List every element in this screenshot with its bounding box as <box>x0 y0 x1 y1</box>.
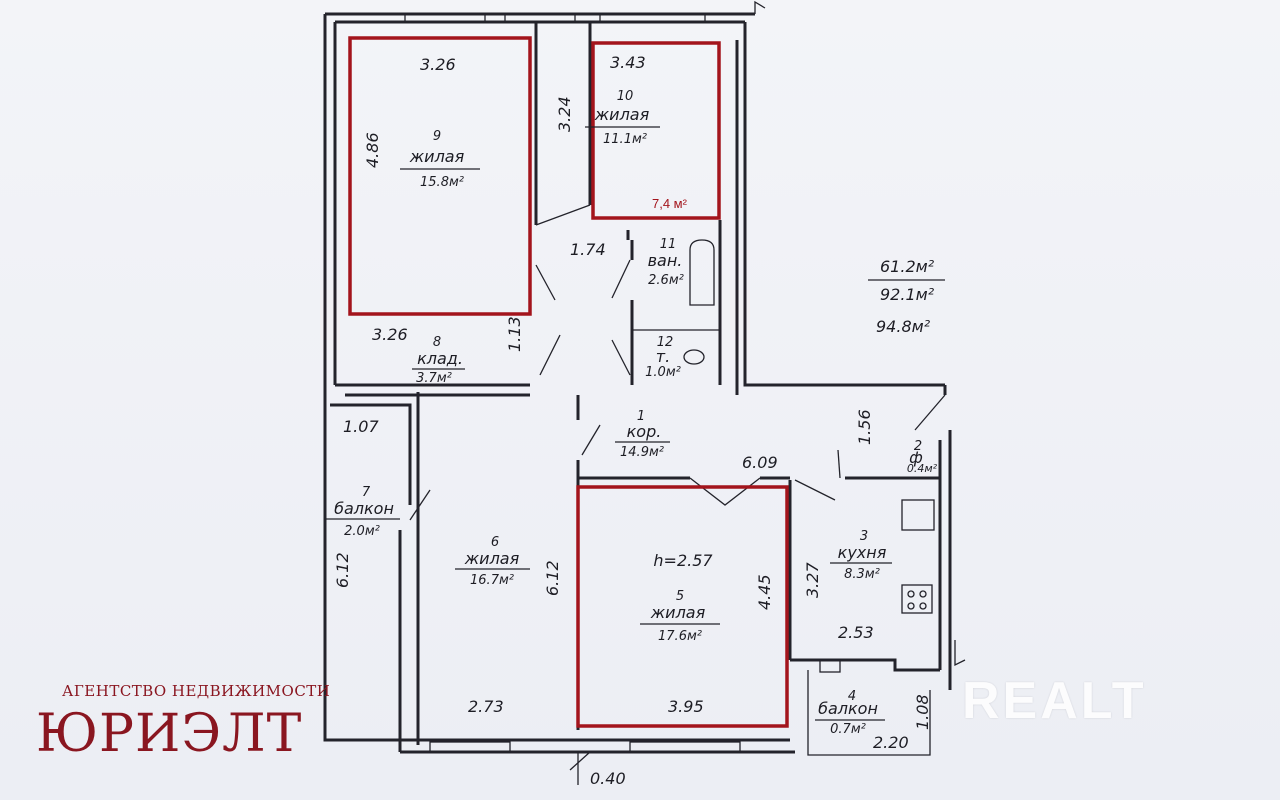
dim-107: 1.07 <box>343 417 379 436</box>
highlight-room-9 <box>348 36 532 316</box>
total-area: 92.1м² <box>880 285 935 304</box>
room-1-area: 14.9м² <box>620 445 664 460</box>
highlight-room-10 <box>591 41 721 220</box>
total-area-with-balconies: 94.8м² <box>876 317 931 336</box>
room-5-name: жилая <box>650 603 706 622</box>
room-2-area: 0.4м² <box>907 462 938 475</box>
room-8-area: 3.7м² <box>416 371 452 386</box>
agency-logo: ЮРИЭЛТ <box>36 704 303 764</box>
room-2-name: ф <box>909 448 923 467</box>
room-1-number: 1 <box>637 409 645 424</box>
dimensions: 3.26 4.86 3.43 3.24 1.74 3.26 1.13 1.07 … <box>333 53 932 788</box>
dim-609: 6.09 <box>742 453 778 472</box>
dim-220: 2.20 <box>873 733 909 752</box>
dim-612-left: 6.12 <box>333 552 352 588</box>
room-9-number: 9 <box>433 129 441 144</box>
dim-326-top: 3.26 <box>420 55 456 74</box>
total-living-area: 61.2м² <box>880 257 935 276</box>
room-11-number: 11 <box>660 237 677 252</box>
room-12-area: 1.0м² <box>645 365 681 380</box>
room-7-number: 7 <box>362 485 371 500</box>
room-10-number: 10 <box>617 89 634 104</box>
room-4-name: балкон <box>818 699 878 718</box>
room-3-area: 8.3м² <box>844 567 880 582</box>
dim-273: 2.73 <box>468 697 504 716</box>
room-12-number: 12 <box>657 335 674 350</box>
room-labels: 9 жилая 15.8м² 10 жилая 11.1м² 7,4 м² 11… <box>325 89 938 737</box>
room-6-name: жилая <box>464 549 520 568</box>
room-8-name: клад. <box>417 349 463 368</box>
room-7-area: 2.0м² <box>344 524 380 539</box>
room-8-number: 8 <box>433 335 441 350</box>
room-2-number: 2 <box>914 439 922 454</box>
agency-tagline: АГЕНТСТВО НЕДВИЖИМОСТИ <box>62 682 331 700</box>
dim-327: 3.27 <box>803 562 822 598</box>
dim-445: 4.45 <box>755 574 774 610</box>
room-5-number: 5 <box>676 589 684 604</box>
dim-486: 4.86 <box>363 132 382 168</box>
room-11-name: ван. <box>648 251 683 270</box>
dim-326-bottom: 3.26 <box>372 325 408 344</box>
room-4-number: 4 <box>848 689 856 704</box>
area-totals: 61.2м² 92.1м² 94.8м² <box>868 257 945 336</box>
realt-watermark: REALT <box>962 672 1147 730</box>
dim-343: 3.43 <box>610 53 646 72</box>
room-7-name: балкон <box>334 499 394 518</box>
room-5-area: 17.6м² <box>658 629 702 644</box>
dim-174: 1.74 <box>570 240 606 259</box>
room-12-name: т. <box>656 347 670 366</box>
room-10-highlight-area: 7,4 м² <box>652 196 688 211</box>
room-10-name: жилая <box>594 105 650 124</box>
dim-324: 3.24 <box>555 96 574 132</box>
ceiling-height: h=2.57 <box>653 551 713 570</box>
dim-253: 2.53 <box>838 623 874 642</box>
dim-113: 1.13 <box>505 316 524 352</box>
room-9-name: жилая <box>409 147 465 166</box>
room-6-area: 16.7м² <box>470 573 514 588</box>
dim-108: 1.08 <box>913 694 932 730</box>
room-11-area: 2.6м² <box>648 273 684 288</box>
dim-156: 1.56 <box>855 409 874 445</box>
dim-040: 0.40 <box>590 769 626 788</box>
room-3-name: кухня <box>838 543 887 562</box>
room-6-number: 6 <box>491 535 499 550</box>
room-4-area: 0.7м² <box>830 722 866 737</box>
room-9-area: 15.8м² <box>420 175 464 190</box>
dim-612-mid: 6.12 <box>543 560 562 596</box>
highlight-room-5 <box>576 485 789 728</box>
room-10-area: 11.1м² <box>603 132 647 147</box>
room-3-number: 3 <box>860 529 868 544</box>
highlighted-rooms <box>348 36 789 728</box>
dim-395: 3.95 <box>668 697 704 716</box>
room-1-name: кор. <box>627 422 662 441</box>
